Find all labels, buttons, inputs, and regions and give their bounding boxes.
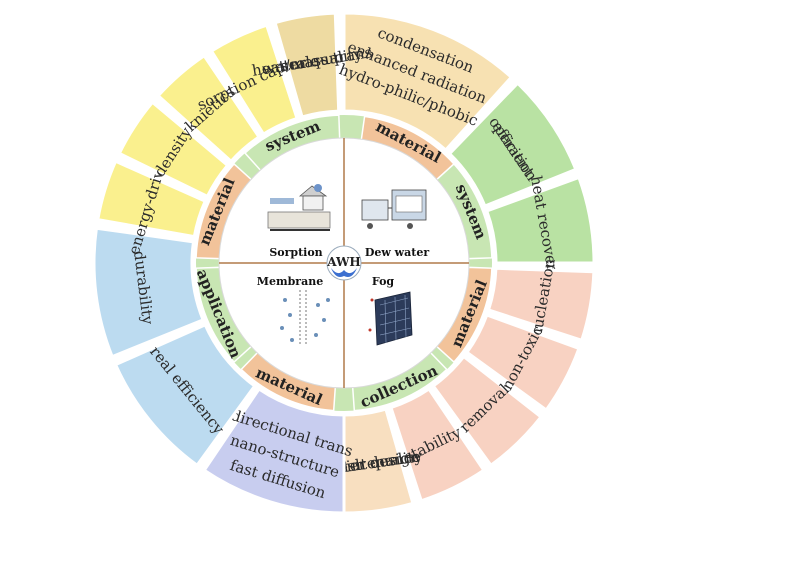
quadrant-label-fog: Fog <box>372 275 395 288</box>
outer-segment: knietics <box>156 53 262 164</box>
outer-segment: non-toxic <box>464 313 581 413</box>
fog-mesh-illustration <box>368 291 413 346</box>
outer-segment: heat recovery <box>484 174 596 281</box>
membrane-molecules-illustration <box>280 290 330 345</box>
outer-segment: stability <box>389 386 486 503</box>
dew-condenser-illustration <box>361 189 427 229</box>
sorption-device-illustration <box>267 184 331 231</box>
inner-circle: AWH Sorption Dew water Membrane Fog <box>218 137 470 389</box>
outer-segment: density <box>117 100 230 199</box>
water-drop-hand-icon <box>331 268 357 277</box>
center-label: AWH <box>326 255 361 269</box>
quadrant-label-membrane: Membrane <box>257 275 323 288</box>
outer-segment: real efficiency <box>113 322 257 468</box>
outer-segment: durability <box>92 226 206 359</box>
center-badge: AWH <box>326 245 362 281</box>
outer-segment: removal <box>431 354 544 468</box>
quadrant-label-sorption: Sorption <box>269 246 322 259</box>
quadrant-label-dew-water: Dew water <box>365 246 430 259</box>
outer-segment: nucleation <box>486 257 596 343</box>
